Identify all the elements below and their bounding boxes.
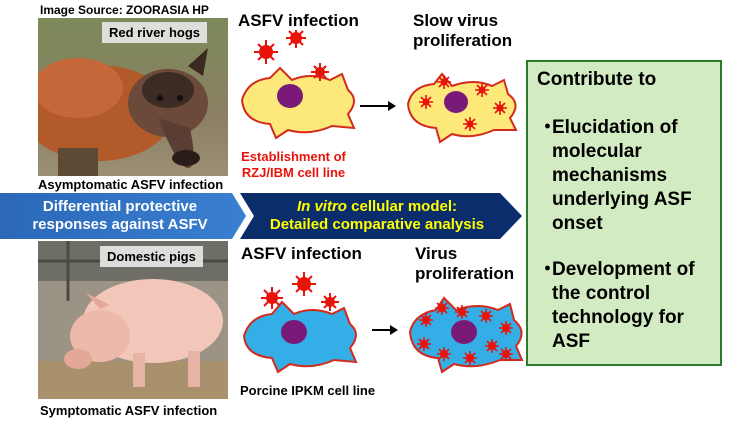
analysis-arrow-band [0,193,522,239]
top-outcome-line1: Slow virus [413,11,499,30]
virus-icon [417,337,431,351]
contribute-item-development: ・ Development of the control technology … [538,258,712,354]
band-right-line1: In vitro cellular model: [252,198,502,216]
virus-icon [254,40,278,64]
red-river-hogs-label: Red river hogs [102,22,208,43]
virus-icon [437,347,451,361]
virus-icon [419,313,433,327]
band-left-line1: Differential protective [42,198,198,215]
bottom-cells-diagram [242,272,524,374]
item1-line: mechanisms [552,165,668,186]
top-cells-diagram [240,30,518,144]
establishment-line1: Establishment of [241,149,346,164]
band-right-text: In vitro cellular model: Detailed compar… [252,198,502,234]
band-right-line2: Detailed comparative analysis [269,216,485,233]
band-right-line1-rest: cellular model: [346,198,458,215]
domestic-pigs-label: Domestic pigs [100,246,203,267]
virus-icon [435,301,449,315]
band-left-text: Differential protective responses agains… [0,198,240,234]
bottom-outcome-heading: Virus proliferation [415,244,514,284]
contribute-box: Contribute to ・ Elucidation of molecular… [526,60,722,366]
item2-line: technology for [552,307,684,328]
contribute-item-elucidation: ・ Elucidation of molecular mechanisms un… [538,116,712,236]
virus-icon [463,351,477,365]
bottom-outcome-line1: Virus [415,244,458,263]
red-river-hog-photo [38,18,228,176]
item1-line: Elucidation of [552,117,678,138]
virus-icon [455,305,469,319]
virus-icon [499,321,513,335]
virus-icon [437,75,451,89]
virus-icon [463,117,477,131]
asymptomatic-caption: Asymptomatic ASFV infection [38,177,224,192]
bottom-outcome-line2: proliferation [415,264,515,283]
virus-icon [286,30,306,48]
item1-line: onset [552,213,603,234]
bottom-infection-heading: ASFV infection [241,244,362,263]
top-outcome-line2: proliferation [413,31,513,50]
virus-icon [475,83,489,97]
symptomatic-caption: Symptomatic ASFV infection [40,403,218,418]
top-outcome-heading: Slow virus proliferation [413,11,512,51]
left-arrow-shape [0,193,246,239]
bullet: ・ [538,117,558,138]
item2-line: the control [552,283,651,304]
nucleus [444,91,468,113]
item2-line: ASF [552,331,590,352]
establishment-text: Establishment of RZJ/IBM cell line [226,149,361,181]
virus-icon [292,272,316,296]
bullet: ・ [538,259,558,280]
in-vitro-italic: In vitro [296,198,347,215]
item1-line: molecular [552,141,642,162]
contribute-item-text: Development of the control technology fo… [552,258,712,354]
nucleus [277,84,303,108]
virus-icon [419,95,433,109]
arrow-head [390,325,398,335]
virus-icon [479,309,493,323]
virus-icon [499,347,513,361]
nucleus [451,320,477,344]
contribute-item-text: Elucidation of molecular mechanisms unde… [552,116,712,236]
virus-icon [485,339,499,353]
item2-line: Development of [552,259,695,280]
virus-icon [311,63,329,81]
virus-icon [261,287,283,309]
band-left-line2: responses against ASFV [32,216,208,233]
arrow-head [388,101,396,111]
item1-line: underlying ASF [552,189,692,210]
ipkm-cell-line-text: Porcine IPKM cell line [240,383,376,398]
virus-icon [493,101,507,115]
nucleus [281,320,307,344]
contribute-title: Contribute to [537,69,657,90]
establishment-line2: RZJ/IBM cell line [241,165,346,180]
right-arrow-shape [240,193,522,239]
virus-icon [321,293,339,311]
top-infection-heading: ASFV infection [238,11,359,30]
image-source-caption: Image Source: ZOORASIA HP [40,3,209,17]
